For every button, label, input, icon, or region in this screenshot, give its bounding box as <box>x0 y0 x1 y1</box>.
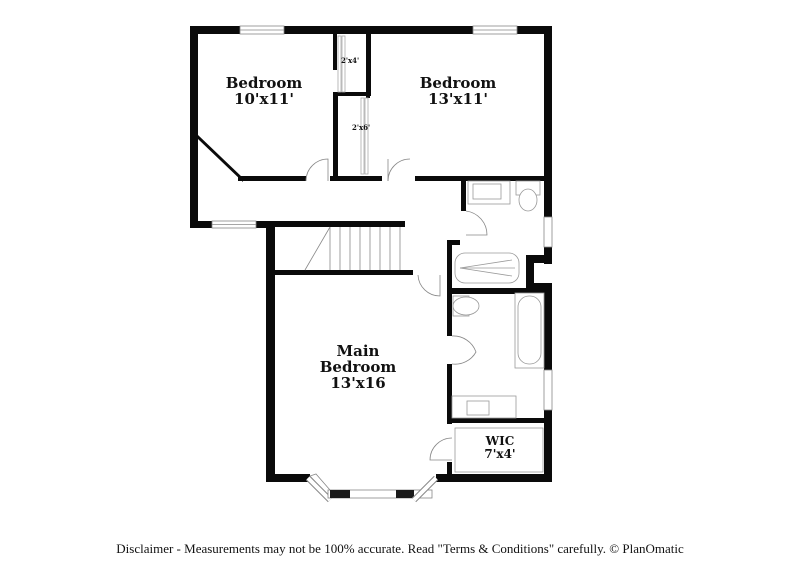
room-label-bedroom-2: Bedroom 13'x11' <box>408 74 508 108</box>
room-name-line1: Main <box>336 342 380 360</box>
room-label-bedroom-1: Bedroom 10'x11' <box>214 74 314 108</box>
room-dimensions: 7'x4' <box>484 446 516 461</box>
interior-walls <box>198 34 552 476</box>
closet-label-1: 2'x4' <box>341 56 360 65</box>
room-name: Bedroom <box>419 74 497 92</box>
disclaimer-text: Disclaimer - Measurements may not be 100… <box>116 541 684 556</box>
room-name: WIC <box>485 434 515 448</box>
bathroom-fixtures <box>451 180 545 473</box>
closet-doors <box>337 35 369 175</box>
windows <box>211 25 553 411</box>
doors <box>305 158 488 461</box>
room-name: Bedroom <box>225 74 303 92</box>
stairs <box>304 226 401 271</box>
closet-label-2: 2'x6' <box>352 123 371 132</box>
room-label-wic: WIC 7'x4' <box>470 435 530 460</box>
room-dimensions: 13'x16 <box>330 373 386 392</box>
bay-window <box>305 473 439 503</box>
room-dimensions: 13'x11' <box>428 89 488 108</box>
room-label-main-bedroom: Main Bedroom 13'x16 <box>308 342 408 392</box>
room-name-line2: Bedroom <box>319 357 397 376</box>
room-dimensions: 10'x11' <box>234 89 294 108</box>
